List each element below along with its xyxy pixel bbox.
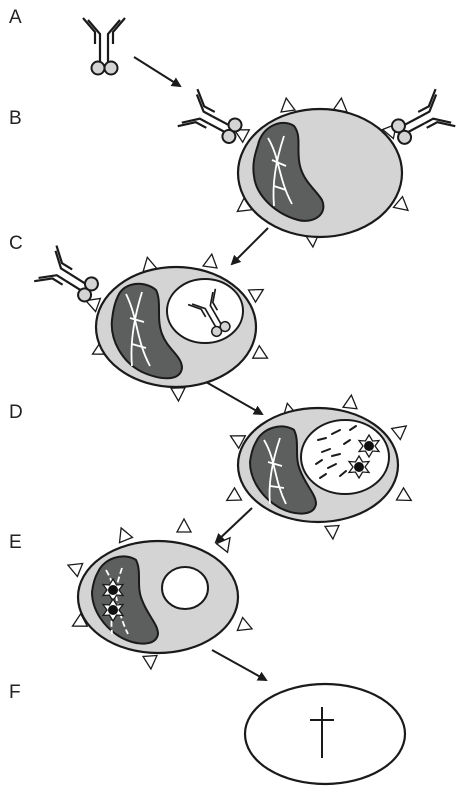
antibody-icon [178,89,248,153]
vesicle-icon [167,279,243,343]
step-label-d: D [9,402,23,423]
cell-b [231,97,412,247]
step-label-f: F [9,682,21,703]
cell-d [223,394,415,539]
arrow-icon [232,228,268,264]
step-label-c: C [9,233,23,254]
arrow-icon [212,650,266,680]
antibody-icon [386,89,456,153]
cell-c [83,253,270,401]
arrow-icon [216,508,252,542]
vesicle-icon [301,420,389,494]
step-label-e: E [9,532,22,553]
antibody-icon [83,18,125,75]
step-label-a: A [9,7,22,28]
arrow-icon [206,382,262,414]
vesicle-icon [162,567,208,609]
arrow-icon [134,57,180,86]
cell-e [65,519,254,669]
step-label-b: B [9,108,22,129]
dead-cell-icon [245,684,405,784]
